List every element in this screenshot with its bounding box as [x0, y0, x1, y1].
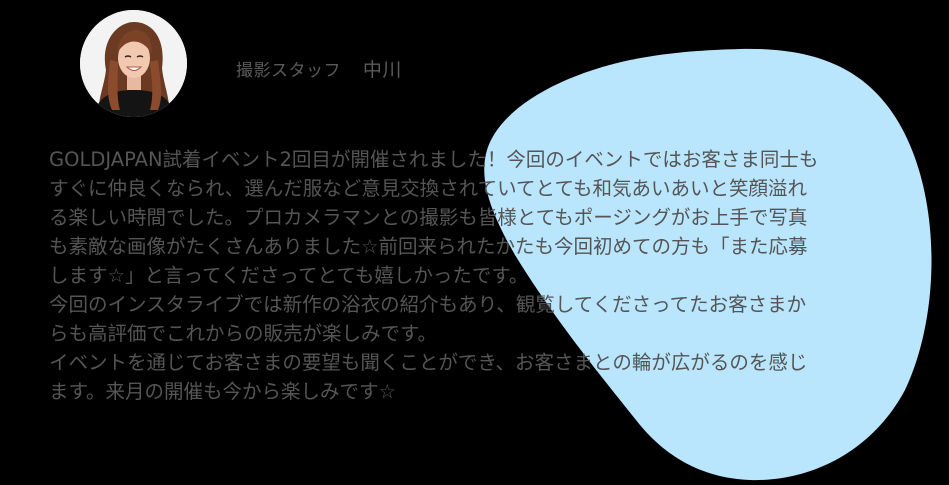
staff-role: 撮影スタッフ — [236, 61, 341, 81]
message-line: も素敵な画像がたくさんありました☆前回来られたかたも今回初めての方も「また応募 — [49, 235, 808, 258]
portrait-illustration — [80, 10, 187, 117]
message-line: イベントを通じてお客さまの要望も聞くことができ、お客さまとの輪が広がるのを感じ — [49, 351, 808, 374]
staff-avatar — [80, 10, 187, 117]
staff-message: GOLDJAPAN試着イベント2回目が開催されました！今回のイベントではお客さま… — [49, 145, 929, 406]
message-line: る楽しい時間でした。プロカメラマンとの撮影も皆様とてもポージングがお上手で写真 — [49, 206, 808, 229]
message-line: GOLDJAPAN試着イベント2回目が開催されました！今回のイベントではお客さま… — [49, 148, 819, 171]
staff-heading: 撮影スタッフ 中川 — [236, 55, 402, 82]
message-line: すぐに仲良くなられ、選んだ服など意見交換されていてとても和気あいあいと笑顔溢れ — [49, 177, 807, 200]
message-line: 今回のインスタライブでは新作の浴衣の紹介もあり、観覧してくださってたお客さまか — [49, 293, 807, 316]
message-line: します☆」と言ってくださってとても嬉しかったです。 — [49, 264, 529, 287]
message-line: ます。来月の開催も今から楽しみです☆ — [49, 380, 397, 403]
staff-name: 中川 — [362, 59, 402, 81]
message-line: らも高評価でこれからの販売が楽しみです。 — [49, 322, 438, 345]
